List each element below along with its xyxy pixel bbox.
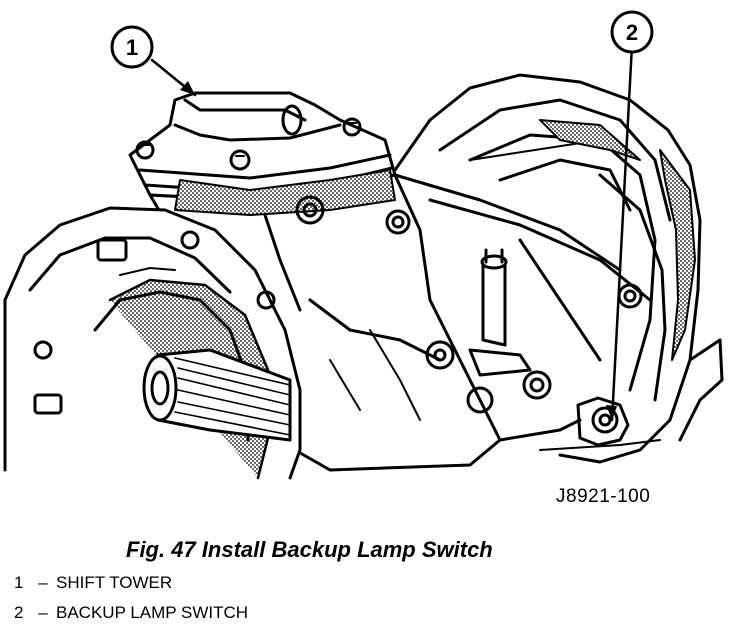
legend-label: SHIFT TOWER xyxy=(56,573,173,592)
callout-2-number: 2 xyxy=(626,20,638,45)
bell-housing xyxy=(393,73,724,464)
vent-tube xyxy=(468,248,532,377)
callout-1: 1 xyxy=(110,25,154,69)
legend-item: 1–SHIFT TOWER xyxy=(14,573,172,593)
legend-separator: – xyxy=(38,573,48,592)
shift-tower-part xyxy=(128,91,397,216)
output-shaft xyxy=(142,348,292,442)
case-bolts xyxy=(295,195,643,414)
legend-separator: – xyxy=(38,603,48,622)
legend-number: 1 xyxy=(14,573,24,592)
transmission-illustration: 1 2 xyxy=(3,10,724,480)
figure-id: J8921-100 xyxy=(556,486,651,507)
legend-item: 2–BACKUP LAMP SWITCH xyxy=(14,603,248,623)
legend-label: BACKUP LAMP SWITCH xyxy=(56,603,249,622)
callout-1-number: 1 xyxy=(126,35,138,60)
callout-2: 2 xyxy=(610,10,654,54)
legend-number: 2 xyxy=(14,603,24,622)
figure-caption: Fig. 47 Install Backup Lamp Switch xyxy=(126,537,493,562)
